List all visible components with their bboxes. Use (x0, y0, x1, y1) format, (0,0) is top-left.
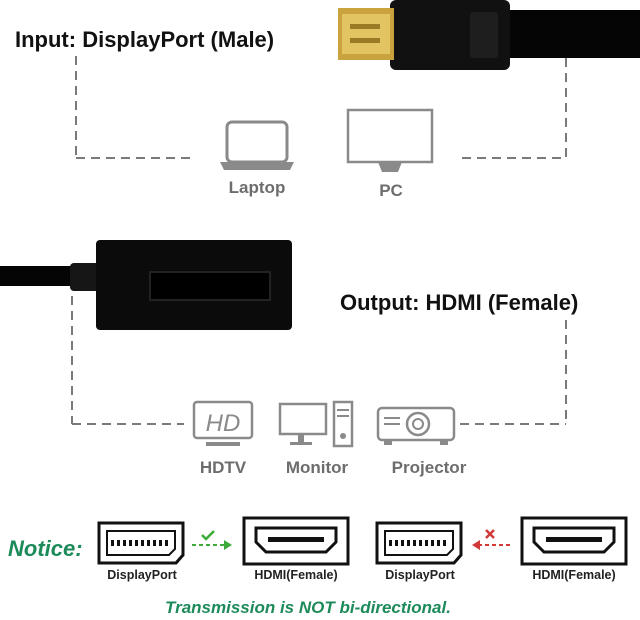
notice-label: Notice: (8, 536, 83, 561)
port-label-displayport-1: DisplayPort (107, 568, 177, 582)
transmission-note: Transmission is NOT bi-directional. (165, 598, 451, 617)
laptop-icon (220, 120, 294, 170)
arrow-right-allowed-icon (192, 530, 232, 550)
input-heading: Input: DisplayPort (Male) (15, 27, 275, 52)
device-label-monitor: Monitor (285, 458, 349, 477)
monitor-icon (346, 108, 434, 172)
displayport-male-connector-image (338, 0, 640, 70)
monitor-tower-icon (278, 400, 354, 448)
hdtv-icon-text: HD (206, 410, 241, 437)
hdtv-icon: HD (192, 400, 254, 446)
hdmi-port-icon (242, 516, 350, 566)
port-label-displayport-2: DisplayPort (385, 568, 455, 582)
input-dashed-frame (75, 56, 567, 159)
device-label-pc: PC (379, 181, 403, 200)
port-label-hdmi-1: HDMI(Female) (254, 568, 338, 582)
output-heading: Output: HDMI (Female) (340, 290, 579, 315)
device-label-laptop: Laptop (228, 178, 286, 197)
hdmi-female-adapter-image (0, 240, 292, 330)
port-label-hdmi-2: HDMI(Female) (532, 568, 616, 582)
arrow-left-blocked-icon (472, 529, 512, 550)
output-dashed-frame (71, 296, 567, 425)
displayport-port-icon (375, 521, 463, 565)
device-label-projector: Projector (391, 458, 467, 477)
displayport-port-icon (97, 521, 185, 565)
device-label-hdtv: HDTV (199, 458, 247, 477)
projector-icon (376, 406, 456, 445)
hdmi-port-icon (520, 516, 628, 566)
